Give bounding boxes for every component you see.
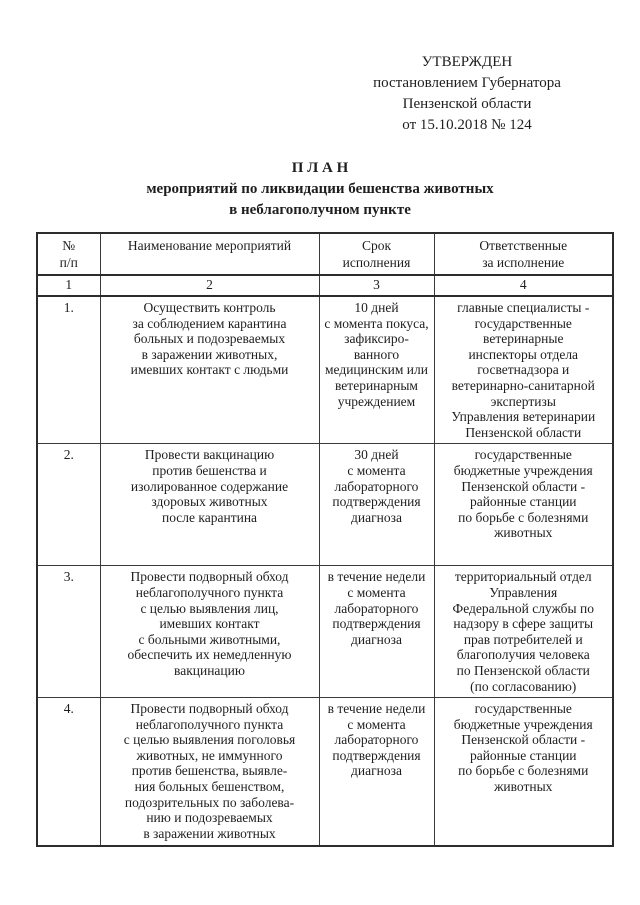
activity-cell: Провести вакцинацию против бешенства и и… [99, 443, 320, 567]
term-cell: в течение недели с момента лабораторного… [318, 565, 435, 699]
column-number-2: 2 [99, 274, 320, 297]
header-cell-term: Срок исполнения [318, 232, 435, 276]
row-number-cell: 4. [36, 697, 101, 847]
term-cell: 30 дней с момента лабораторного подтверж… [318, 443, 435, 567]
row-number-cell: 2. [36, 443, 101, 567]
title-line-subject: мероприятий по ликвидации бешенства живо… [146, 181, 494, 197]
activity-cell: Провести подворный обход неблагополучног… [99, 565, 320, 699]
header-cell-number: № п/п [36, 232, 101, 276]
approval-stamp: УТВЕРЖДЕН постановлением Губернатора Пен… [373, 54, 561, 133]
title-line-plan: П Л А Н [291, 160, 349, 176]
title-line-location: в неблагополучном пункте [229, 202, 411, 218]
activity-cell: Осуществить контроль за соблюдением кара… [99, 295, 320, 445]
activity-cell: Провести подворный обход неблагополучног… [99, 697, 320, 847]
term-cell: в течение недели с момента лабораторного… [318, 697, 435, 847]
header-cell-activity: Наименование мероприятий [99, 232, 320, 276]
table-row: 1. Осуществить контроль за соблюдением к… [36, 295, 614, 445]
row-number-cell: 3. [36, 565, 101, 699]
column-number-4: 4 [433, 274, 614, 297]
column-number-1: 1 [36, 274, 101, 297]
column-numbering-row: 1 2 3 4 [36, 274, 614, 297]
table-row: 4. Провести подворный обход неблагополуч… [36, 697, 614, 847]
column-number-3: 3 [318, 274, 435, 297]
responsible-cell: государственные бюджетные учреждения Пен… [433, 443, 614, 567]
table-header-row: № п/п Наименование мероприятий Срок испо… [36, 232, 614, 276]
plan-table: № п/п Наименование мероприятий Срок испо… [36, 232, 614, 847]
table-row: 2. Провести вакцинацию против бешенства … [36, 443, 614, 567]
row-number-cell: 1. [36, 295, 101, 445]
header-cell-responsible: Ответственные за исполнение [433, 232, 614, 276]
document-title: П Л А Н мероприятий по ликвидации бешенс… [0, 158, 640, 221]
responsible-cell: территориальный отдел Управления Федерал… [433, 565, 614, 699]
table-row: 3. Провести подворный обход неблагополуч… [36, 565, 614, 699]
responsible-cell: государственные бюджетные учреждения Пен… [433, 697, 614, 847]
term-cell: 10 дней с момента покуса, зафиксиро- ван… [318, 295, 435, 445]
responsible-cell: главные специалисты - государственные ве… [433, 295, 614, 445]
